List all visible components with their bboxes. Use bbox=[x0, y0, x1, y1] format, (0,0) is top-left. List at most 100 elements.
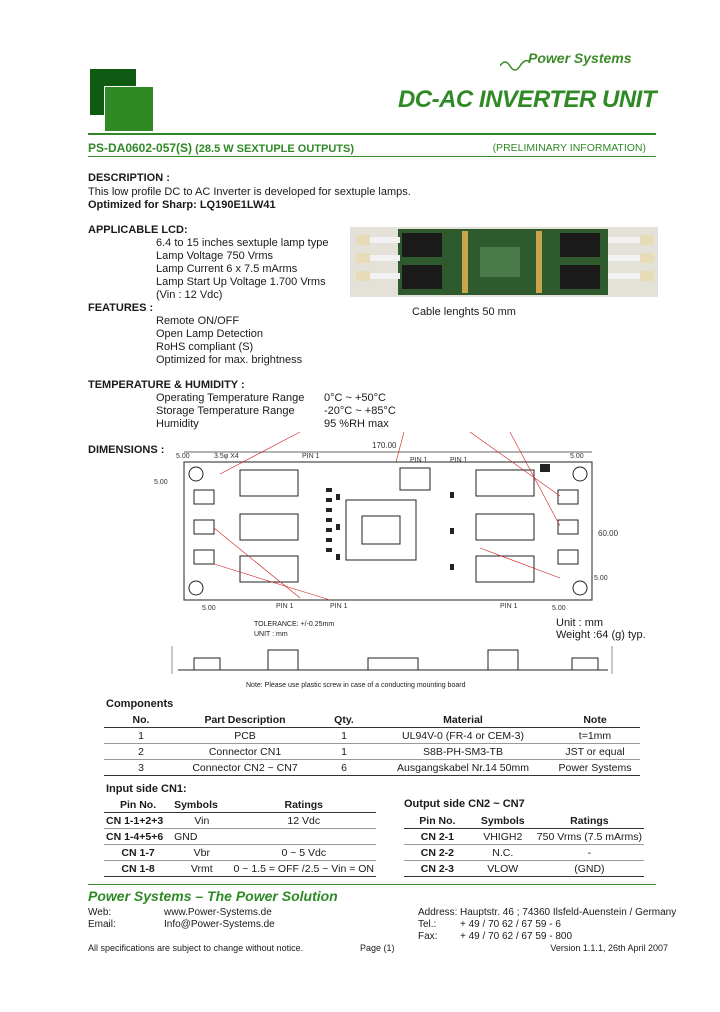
web-label: Web: bbox=[88, 907, 112, 918]
table-cell: - bbox=[587, 846, 592, 859]
pin1-label: PIN 1 bbox=[500, 603, 518, 610]
side-profile-drawing bbox=[171, 646, 613, 674]
description-heading: DESCRIPTION : bbox=[88, 172, 170, 184]
web-link[interactable]: www.Power-Systems.de bbox=[164, 907, 272, 918]
input-side-heading: Input side CN1: bbox=[106, 783, 187, 795]
table-cell: VLOW bbox=[487, 862, 519, 875]
table-cell: 0 ~ 1.5 = OFF /2.5 ~ Vin = ON bbox=[233, 862, 374, 875]
table-row: CN 1-7 Vbr 0 ~ 5 Vdc bbox=[104, 845, 376, 861]
col-header: Qty. bbox=[334, 713, 354, 726]
table-header-row: Pin No. Symbols Ratings bbox=[104, 797, 376, 813]
table-row: CN 2-3 VLOW (GND) bbox=[404, 861, 644, 877]
table-cell: CN 1-7 bbox=[121, 846, 155, 859]
footer-rule bbox=[88, 884, 656, 885]
temperature-heading: TEMPERATURE & HUMIDITY : bbox=[88, 379, 245, 391]
table-cell: 0 ~ 5 Vdc bbox=[281, 846, 327, 859]
table-cell: Connector CN2 ~ CN7 bbox=[192, 761, 298, 774]
table-cell: 12 Vdc bbox=[287, 814, 321, 827]
temp-value: -20°C ~ +85°C bbox=[324, 405, 396, 417]
table-cell: GND bbox=[174, 830, 198, 843]
table-cell bbox=[232, 829, 376, 845]
brand-wave-icon bbox=[500, 59, 530, 71]
dim-margin-bottom-left: 5.00 bbox=[202, 605, 216, 612]
temp-label: Storage Temperature Range bbox=[156, 405, 295, 417]
dim-margin-top-left: 5.00 bbox=[176, 453, 190, 460]
product-photo bbox=[350, 227, 658, 297]
lcd-line: Lamp Voltage 750 Vrms bbox=[156, 250, 273, 262]
feature-item: RoHS compliant (S) bbox=[156, 341, 254, 353]
col-header: Symbols bbox=[480, 814, 525, 827]
col-header: Note bbox=[583, 713, 607, 726]
photo-caption: Cable lenghts 50 mm bbox=[412, 306, 516, 318]
table-cell: 1 bbox=[341, 729, 347, 742]
table-cell: Vbr bbox=[193, 846, 210, 859]
table-cell: JST or equal bbox=[565, 745, 625, 758]
features-heading: FEATURES : bbox=[88, 302, 154, 314]
feature-item: Remote ON/OFF bbox=[156, 315, 240, 327]
components-table: No. Part Description Qty. Material Note … bbox=[104, 712, 640, 776]
output-side-heading: Output side CN2 ~ CN7 bbox=[404, 798, 525, 810]
table-cell: CN 1-1+2+3 bbox=[106, 814, 164, 827]
table-cell: Vin bbox=[194, 814, 210, 827]
table-cell: CN 2-1 bbox=[420, 830, 454, 843]
pin1-label: PIN 1 bbox=[330, 603, 348, 610]
unit-label: Unit : mm bbox=[556, 617, 604, 629]
feature-item: Optimized for max. brightness bbox=[156, 354, 303, 366]
version: Version 1.1.1, 26th April 2007 bbox=[550, 943, 668, 953]
table-cell: UL94V-0 (FR-4 or CEM-3) bbox=[402, 729, 524, 742]
footer-slogan: Power Systems – The Power Solution bbox=[88, 888, 338, 904]
col-header: Pin No. bbox=[419, 814, 456, 827]
table-header-row: No. Part Description Qty. Material Note bbox=[104, 712, 640, 728]
dim-width: 170.00 bbox=[372, 441, 397, 450]
mounting-note: Note: Please use plastic screw in case o… bbox=[246, 682, 466, 689]
table-cell: Ausgangskabel Nr.14 50mm bbox=[397, 761, 529, 774]
header-rule bbox=[88, 133, 656, 135]
table-cell: CN 2-2 bbox=[420, 846, 454, 859]
email-link[interactable]: Info@Power-Systems.de bbox=[164, 919, 275, 930]
model-line: PS-DA0602-057(S) (28.5 W SEXTUPLE OUTPUT… bbox=[88, 141, 354, 155]
description-optimized: Optimized for Sharp: LQ190E1LW41 bbox=[88, 199, 276, 211]
table-row: CN 2-1 VHIGH2 750 Vrms (7.5 mArms) bbox=[404, 829, 644, 845]
table-cell: 2 bbox=[138, 745, 144, 758]
table-cell: Connector CN1 bbox=[208, 745, 282, 758]
pin1-label: PIN 1 bbox=[276, 603, 294, 610]
tel-value: + 49 / 70 62 / 67 59 - 6 bbox=[460, 919, 561, 930]
dim-margin-right: 5.00 bbox=[594, 575, 608, 582]
lcd-line: (Vin : 12 Vdc) bbox=[156, 289, 223, 301]
table-cell: PCB bbox=[234, 729, 256, 742]
feature-item: Open Lamp Detection bbox=[156, 328, 264, 340]
table-cell: N.C. bbox=[492, 846, 514, 859]
table-cell: CN 2-3 bbox=[420, 862, 454, 875]
col-header: Part Description bbox=[204, 713, 286, 726]
temp-label: Humidity bbox=[156, 418, 199, 430]
table-row: CN 2-2 N.C. - bbox=[404, 845, 644, 861]
hole-label: 3.5φ X4 bbox=[214, 453, 239, 460]
temp-value: 0°C ~ +50°C bbox=[324, 392, 386, 404]
col-header: Material bbox=[443, 713, 483, 726]
components-heading: Components bbox=[106, 698, 174, 710]
col-header: No. bbox=[132, 713, 150, 726]
col-header: Ratings bbox=[284, 798, 324, 811]
table-row: CN 1-1+2+3 Vin 12 Vdc bbox=[104, 813, 376, 829]
lcd-heading: APPLICABLE LCD: bbox=[88, 224, 188, 236]
table-row: 3 Connector CN2 ~ CN7 6 Ausgangskabel Nr… bbox=[104, 760, 640, 776]
table-cell: CN 1-8 bbox=[121, 862, 155, 875]
output-side-table: Pin No. Symbols Ratings CN 2-1 VHIGH2 75… bbox=[404, 813, 644, 877]
table-cell: 1 bbox=[341, 745, 347, 758]
preliminary-label: (PRELIMINARY INFORMATION) bbox=[492, 142, 646, 154]
tel-label: Tel.: bbox=[418, 919, 437, 930]
description-text: This low profile DC to AC Inverter is de… bbox=[88, 186, 411, 198]
col-header: Ratings bbox=[570, 814, 609, 827]
logo-square-light bbox=[104, 86, 154, 132]
lcd-line: Lamp Current 6 x 7.5 mArms bbox=[156, 263, 298, 275]
table-cell: S8B-PH-SM3-TB bbox=[423, 745, 503, 758]
table-cell: 6 bbox=[341, 761, 347, 774]
weight-label: Weight :64 (g) typ. bbox=[556, 629, 646, 641]
table-cell: CN 1-4+5+6 bbox=[106, 830, 164, 843]
table-cell: 3 bbox=[138, 761, 144, 774]
table-row: CN 1-4+5+6 GND bbox=[104, 829, 376, 845]
col-header: Pin No. bbox=[119, 798, 157, 811]
input-side-table: Pin No. Symbols Ratings CN 1-1+2+3 Vin 1… bbox=[104, 797, 376, 877]
lcd-line: 6.4 to 15 inches sextuple lamp type bbox=[156, 237, 329, 249]
table-cell: Vrmt bbox=[190, 862, 213, 875]
